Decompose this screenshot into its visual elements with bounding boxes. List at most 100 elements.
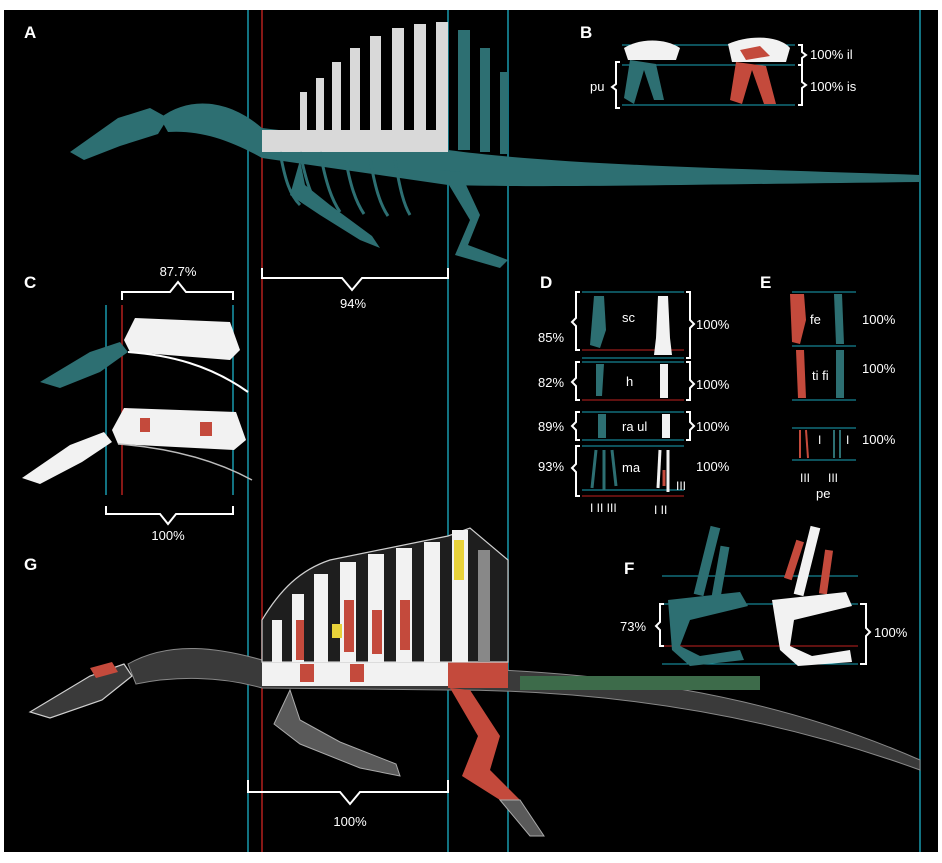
label-100-c: 100%	[151, 528, 185, 543]
dorsal-series-white	[124, 318, 240, 360]
skull-teal	[40, 342, 128, 388]
row-center-sc: sc	[622, 310, 636, 325]
femur-red	[790, 294, 806, 344]
pes-grey	[498, 799, 545, 837]
spine-yellow	[454, 540, 464, 580]
digit-mark-i: I	[846, 433, 849, 447]
skull-teal	[70, 108, 168, 160]
panel-d-letter: D	[540, 273, 552, 292]
panel-e: E fe 100% ti fi 100% I I 100% III III pe	[760, 273, 896, 501]
panel-a-letter: A	[24, 23, 36, 42]
bracket-87-7	[121, 280, 234, 300]
digit-bone	[656, 449, 662, 489]
digit-bone	[610, 449, 618, 487]
bracket-100-g	[247, 780, 449, 806]
label-il: 100% il	[810, 47, 853, 62]
shoulder-teal	[668, 525, 748, 666]
bracket	[570, 411, 580, 441]
neural-spine-grey	[478, 550, 490, 662]
manus-teal	[590, 449, 618, 490]
panel-g-letter: G	[24, 555, 37, 574]
scapula-white	[654, 296, 672, 355]
bracket-100-f	[860, 603, 872, 665]
row-right-ma: 100%	[696, 459, 730, 474]
bracket-94	[261, 268, 449, 292]
panel-f-letter: F	[624, 559, 634, 578]
rib	[393, 159, 412, 216]
label-100-f: 100%	[874, 625, 908, 640]
neural-spine	[272, 620, 282, 662]
bracket-is	[798, 64, 808, 106]
digit-bone	[590, 449, 598, 489]
hindlimb-teal	[440, 170, 508, 268]
hindlimb-red	[450, 688, 520, 800]
row-right-pe: 100%	[862, 432, 896, 447]
panel-f: F 73% 100%	[620, 525, 908, 666]
label-pe: pe	[816, 486, 830, 501]
forelimb-teal	[290, 160, 380, 248]
neural-spine	[392, 28, 404, 144]
scapula-teal	[590, 296, 606, 348]
panel-b: B 100% il 100% is pu	[580, 23, 857, 109]
panel-c: C 87.7% 100%	[22, 264, 253, 543]
rib	[278, 151, 302, 207]
panel-b-letter: B	[580, 23, 592, 42]
digit-bone	[805, 429, 809, 459]
neural-spine	[332, 62, 341, 138]
pes-red	[799, 429, 809, 459]
digit-mark-i: I	[818, 433, 821, 447]
bracket	[686, 361, 696, 401]
digit-mark-iii: III	[828, 471, 838, 485]
neural-spine-teal	[693, 525, 721, 597]
row-right-ti-fi: 100%	[862, 361, 896, 376]
dorsal-vertebrae-grey	[262, 130, 448, 152]
red-patch	[140, 418, 150, 432]
tibia-teal	[836, 350, 844, 398]
forelimb-teal	[668, 592, 748, 666]
digit-labels-right: I II	[654, 503, 667, 517]
neural-spine	[414, 24, 426, 146]
bracket	[570, 445, 580, 497]
label-is: 100% is	[810, 79, 857, 94]
neural-spine	[314, 574, 328, 662]
pes-teal	[833, 430, 841, 458]
ilium-red-patch	[740, 46, 770, 60]
shoulder-white	[772, 525, 852, 666]
ischium-pubis-right	[730, 62, 776, 104]
red-patch	[300, 664, 314, 682]
spine-red	[400, 600, 410, 650]
bracket	[570, 291, 580, 351]
panel-c-letter: C	[24, 273, 36, 292]
humerus-teal	[596, 364, 604, 396]
label-pu: pu	[590, 79, 604, 94]
neural-spine	[424, 542, 440, 662]
vertebral-column-teal	[160, 103, 920, 187]
panel-e-letter: E	[760, 273, 771, 292]
bracket-label-a: 94%	[340, 296, 366, 311]
ischium-pubis-left	[624, 60, 664, 104]
rib-curve	[127, 351, 249, 393]
panel-g: G	[24, 527, 921, 837]
manus-white	[656, 449, 670, 492]
dorsal-series-white-lower	[112, 408, 246, 450]
neural-spine	[350, 48, 360, 140]
red-patch	[200, 422, 212, 436]
neural-spine	[300, 92, 307, 134]
row-left-sc: 85%	[538, 330, 564, 345]
rib-curve	[117, 443, 253, 481]
bracket-73	[654, 603, 664, 647]
row-right-h: 100%	[696, 377, 730, 392]
label-87-7: 87.7%	[160, 264, 197, 279]
rib	[368, 157, 390, 217]
row-left-h: 82%	[538, 375, 564, 390]
sail-spines-g	[272, 530, 490, 662]
neural-spine	[370, 36, 381, 142]
humerus-white	[660, 364, 668, 398]
spine-red	[296, 620, 304, 660]
bracket-pu	[610, 61, 620, 109]
digit-mark-iii: III	[800, 471, 810, 485]
row-right-ra-ul: 100%	[696, 419, 730, 434]
row-left-ra-ul: 89%	[538, 419, 564, 434]
